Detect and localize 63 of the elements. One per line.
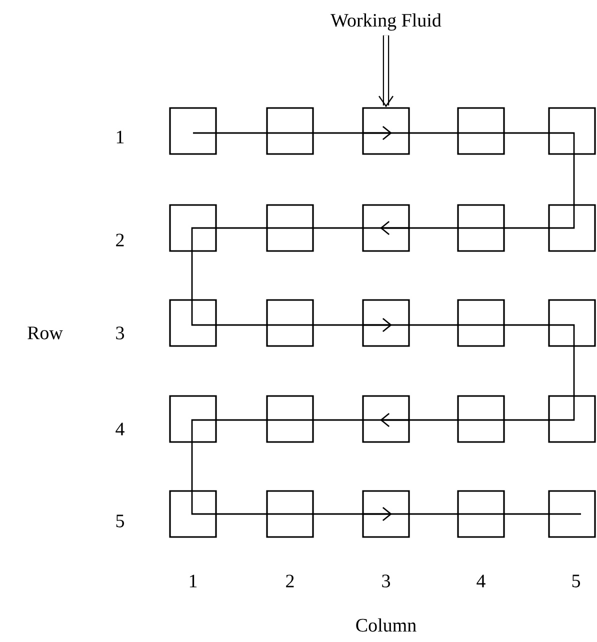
square-box [169,490,217,538]
square-box [548,204,596,252]
row-number: 3 [116,326,124,340]
square-box [266,299,314,347]
flow-line [216,513,267,515]
column-number: 4 [476,574,486,588]
square-box [548,299,596,347]
square-box [362,107,410,155]
flow-line [504,324,549,326]
flow-line [216,132,267,134]
flow-arrow [313,506,392,522]
flow-line [216,324,267,326]
flow-line [409,132,458,134]
square-box [548,107,596,155]
flow-arrow [380,412,458,428]
square-box [457,204,505,252]
flow-line [191,442,193,491]
axis-label: Row [28,326,63,340]
square-box [169,395,217,443]
flow-arrow [313,318,392,332]
flow-line [216,227,267,229]
flow-line [504,419,549,421]
flow-line [504,132,549,134]
flow-line [191,251,193,300]
flow-line [504,513,549,515]
flow-line [313,227,363,229]
square-box [266,107,314,155]
inlet-arrow [378,35,394,108]
square-box [457,490,505,538]
square-box [266,204,314,252]
square-box [457,395,505,443]
flow-line [313,419,363,421]
square-box [266,395,314,443]
square-box [169,204,217,252]
flow-line [409,324,458,326]
flow-line [573,154,575,205]
square-box [457,107,505,155]
column-number: 1 [190,574,197,588]
flow-line [216,419,267,421]
flow-arrow [313,126,392,140]
column-number: 5 [572,574,580,588]
flow-arrow [380,220,458,236]
square-box [362,395,410,443]
axis-label: Column [356,618,416,632]
square-box [362,204,410,252]
column-number: 3 [382,574,390,588]
square-box [548,395,596,443]
row-number: 5 [116,514,124,528]
column-number: 2 [286,574,294,588]
fluid-label: Working Fluid [330,13,442,31]
flow-line [573,346,575,396]
flow-line [504,227,549,229]
flow-line [409,513,458,515]
square-box [169,299,217,347]
row-number: 1 [116,130,124,144]
square-box [266,490,314,538]
row-number: 2 [116,234,124,246]
row-number: 4 [116,422,124,436]
square-box [362,299,410,347]
square-box [362,490,410,538]
square-box [548,490,596,538]
square-box [457,299,505,347]
square-box [169,107,217,155]
